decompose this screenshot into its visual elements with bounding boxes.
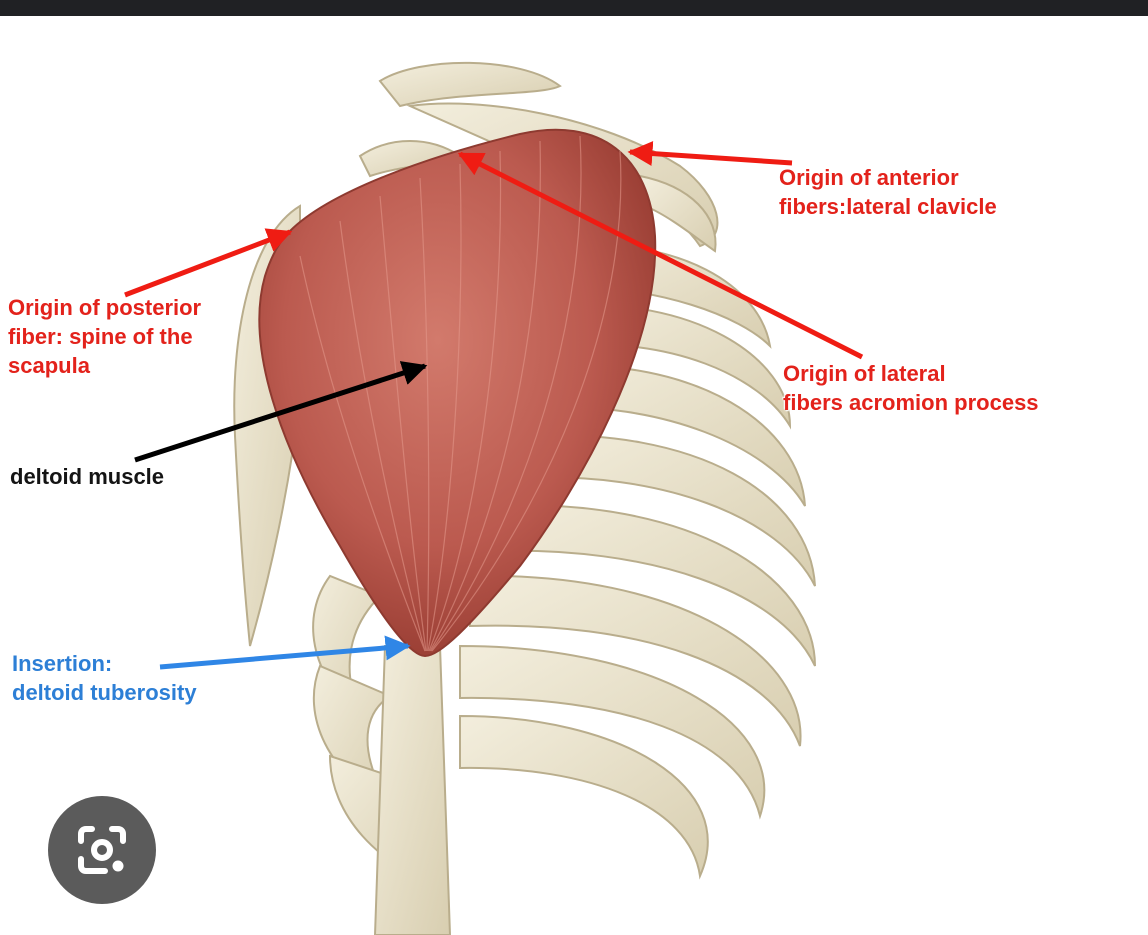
top-bar (0, 0, 1148, 16)
label-deltoid-muscle: deltoid muscle (10, 464, 165, 489)
label-lateral-origin: Origin of lateral fibers acromion proces… (783, 361, 1039, 415)
google-lens-button[interactable] (48, 796, 156, 904)
anatomy-image: Origin of anterior fibers:lateral clavic… (0, 16, 1148, 935)
arrow-lateral (457, 151, 864, 360)
clavicle (358, 61, 719, 253)
humerus (373, 645, 452, 935)
anatomy-illustration (124, 61, 864, 935)
arrow-deltoid (134, 361, 428, 463)
arrow-insertion (159, 635, 411, 670)
label-posterior-origin: Origin of posterior fiber: spine of the … (8, 295, 202, 378)
deltoid-muscle (258, 128, 657, 658)
arrow-anterior (627, 141, 793, 166)
arrow-posterior (124, 228, 293, 298)
muscle-fibers (299, 135, 622, 652)
label-insertion: Insertion: deltoid tuberosity (12, 651, 197, 705)
label-anterior-origin: Origin of anterior fibers:lateral clavic… (779, 165, 997, 219)
google-lens-icon (78, 826, 126, 874)
